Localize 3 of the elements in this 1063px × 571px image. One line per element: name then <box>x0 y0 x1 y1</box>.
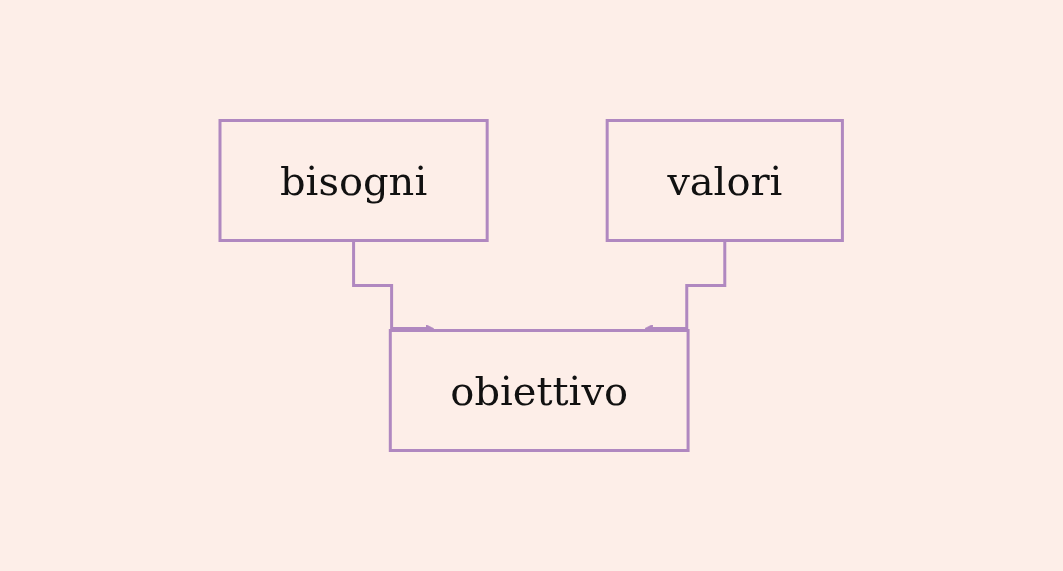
node-box: obiettivo <box>389 329 690 452</box>
node-box: valori <box>605 119 845 242</box>
node-box: bisogni <box>218 119 489 242</box>
